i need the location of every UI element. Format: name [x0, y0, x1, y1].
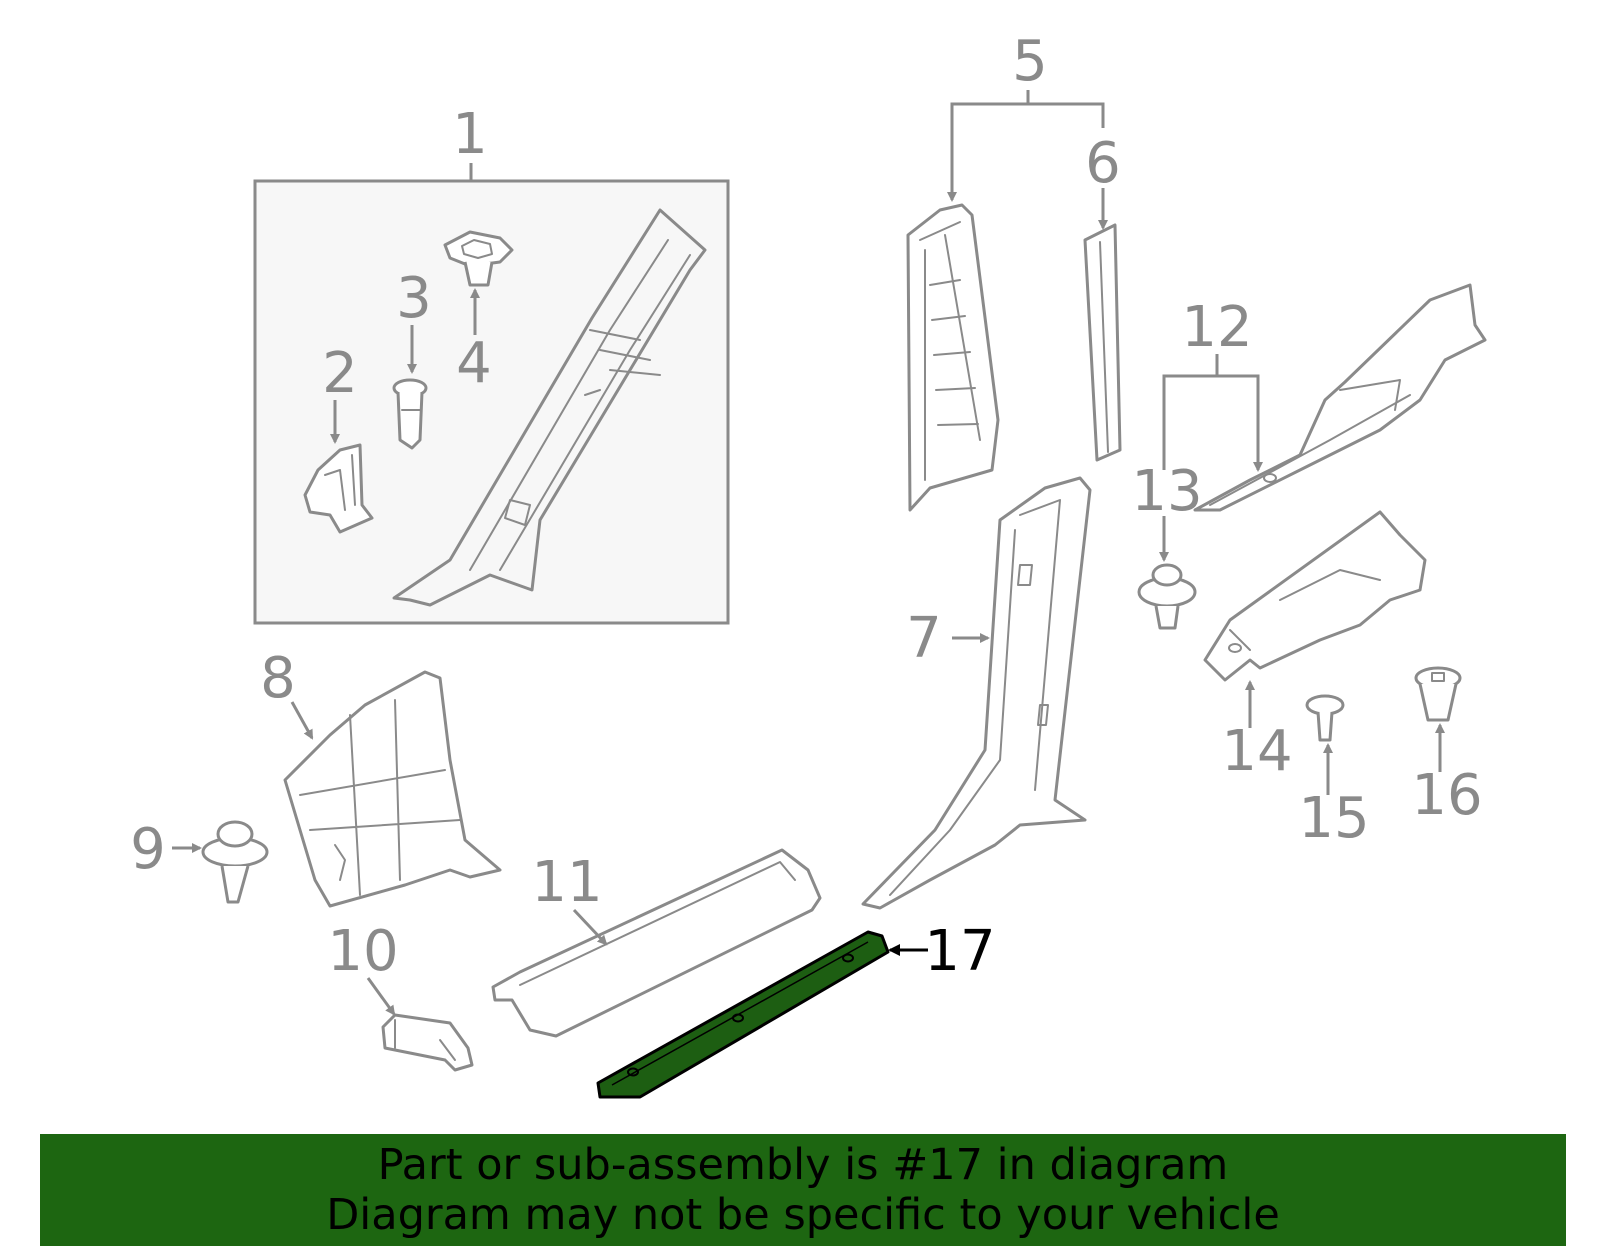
callout-5: 5	[1012, 29, 1048, 94]
star-clip-part-4	[443, 230, 514, 287]
banner-line-1: Part or sub-assembly is #17 in diagram	[377, 1140, 1229, 1190]
callout-15: 15	[1298, 786, 1369, 851]
callout-2: 2	[322, 341, 358, 406]
rear-side-trim-part-12	[1193, 283, 1487, 512]
a-pillar-trim	[392, 208, 707, 607]
callout-7: 7	[906, 606, 942, 671]
banner-line-2: Diagram may not be specific to your vehi…	[326, 1190, 1280, 1240]
callout-3: 3	[396, 266, 432, 331]
callout-17: 17	[924, 919, 995, 984]
clip-part-13	[1137, 563, 1197, 630]
callout-1: 1	[452, 102, 488, 167]
push-clip-part-9	[201, 820, 269, 904]
callout-4: 4	[456, 331, 492, 396]
scuff-plate-part-17	[596, 930, 890, 1099]
callout-9: 9	[130, 817, 166, 882]
clip-part-2	[303, 443, 374, 534]
info-banner: Part or sub-assembly is #17 in diagram D…	[40, 1134, 1566, 1246]
callout-11: 11	[531, 850, 602, 915]
screw-part-15	[1305, 694, 1345, 742]
callout-13: 13	[1131, 459, 1202, 524]
upper-b-pillar-trim	[906, 203, 1000, 512]
callout-8: 8	[260, 646, 296, 711]
bracket-part-14	[1203, 510, 1427, 682]
callout-10: 10	[327, 919, 398, 984]
callout-14: 14	[1221, 719, 1292, 784]
weatherstrip-part-6	[1083, 223, 1122, 462]
callout-12: 12	[1181, 295, 1252, 360]
callout-6: 6	[1085, 131, 1121, 196]
leader-lines	[172, 90, 1445, 1016]
grommet-part-16	[1414, 666, 1462, 722]
lower-b-pillar-trim	[861, 476, 1092, 910]
kick-panel-part-8	[283, 670, 502, 908]
pin-fastener-part-3	[392, 378, 428, 450]
bracket-part-10	[381, 1013, 474, 1072]
callout-16: 16	[1411, 763, 1482, 828]
